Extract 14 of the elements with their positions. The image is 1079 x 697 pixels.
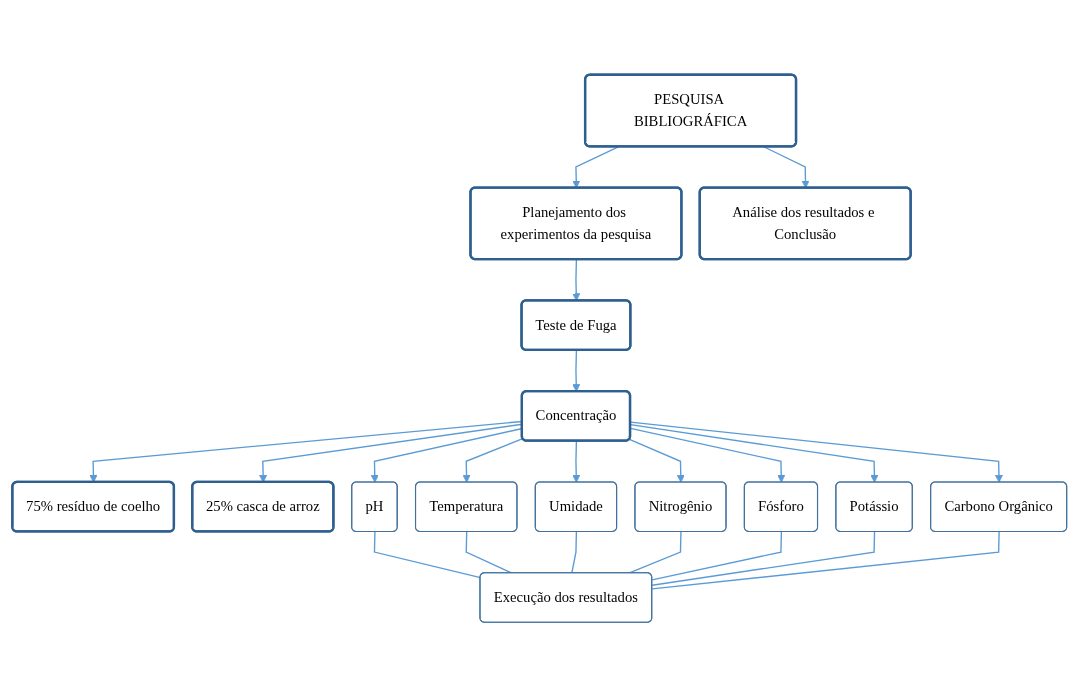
arrow — [628, 438, 685, 483]
arrow — [629, 427, 786, 483]
connector — [651, 531, 1000, 590]
arrow — [89, 420, 523, 483]
connector — [651, 531, 783, 581]
connector — [571, 531, 578, 574]
arrow — [629, 421, 1003, 483]
arrow — [259, 423, 523, 483]
arrow — [629, 423, 879, 483]
arrow — [572, 349, 581, 392]
arrow — [370, 427, 523, 483]
arrow — [462, 437, 524, 483]
arrow — [572, 440, 581, 483]
connector — [651, 531, 876, 586]
